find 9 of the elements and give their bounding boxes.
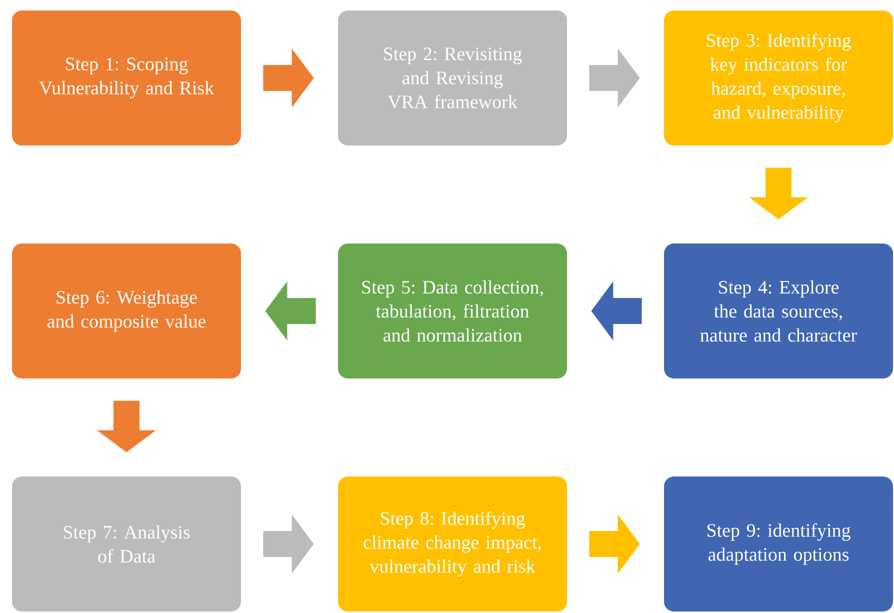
step-box: Step 5: Data collection, tabulation, filtration and normalization — [338, 244, 567, 378]
step-box: Step 2: Revisiting and Revising VRA framework — [338, 10, 567, 146]
step-box: Step 4: Explore the data sources, nature and character — [664, 244, 893, 378]
step-box: Step 7: Analysis of Data — [12, 476, 241, 612]
step-box: Step 9: identifying adaptation options — [664, 476, 893, 612]
step-box: Step 3: Identifying key indicators for hazard, exposure, and vulnerability — [664, 10, 893, 146]
step-box: Step 8: Identifying climate change impact, vulnerability and risk — [338, 476, 567, 612]
step-box: Step 1: Scoping Vulnerability and Risk — [12, 10, 241, 146]
step-box: Step 6: Weightage and composite value — [12, 244, 241, 378]
